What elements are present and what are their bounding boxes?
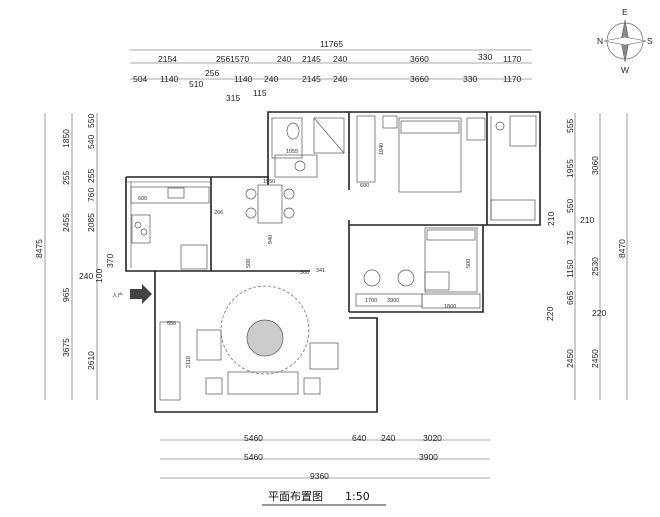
bottom-r1-0: 5460 [244, 433, 263, 443]
right-inner-2: 550 [565, 199, 575, 213]
mb-label-600: 600 [360, 183, 369, 189]
bath-label-0: 1055 [286, 149, 298, 155]
left-outer-4: 965 [61, 288, 71, 302]
compass-n: N [597, 36, 603, 46]
left-inner-5: 370 [105, 254, 115, 268]
left-outer-2: 2455 [61, 213, 71, 232]
sb-label-2: 1800 [444, 304, 456, 310]
left-outer-5: 3675 [61, 338, 71, 357]
left-dimensions: 8475 1850 255 2455 240 965 3675 550 540 … [34, 113, 115, 400]
dining-label-3: 300 [300, 270, 309, 276]
top-r1-1: 2561570 [216, 54, 249, 64]
left-outer-1: 255 [61, 171, 71, 185]
kitchen-label-1: 206 [214, 210, 223, 216]
top-misc-0: 256 [205, 68, 219, 78]
left-inner-3: 760 [86, 188, 96, 202]
study [490, 115, 537, 221]
top-r1-4: 240 [333, 54, 347, 64]
top-r1-7: 1170 [503, 54, 522, 64]
compass-s: S [647, 36, 653, 46]
left-outer-0: 1850 [61, 129, 71, 148]
right-inner-6: 665 [565, 291, 575, 305]
right-total: 8470 [617, 239, 627, 258]
right-inner-7: 2450 [565, 349, 575, 368]
living-room: 550 2110 [159, 285, 339, 401]
living-label-0: 550 [167, 321, 176, 327]
right-outer-1: 2530 [590, 257, 600, 276]
right-outer-4: 220 [592, 308, 606, 318]
right-inner-5: 1150 [565, 259, 575, 278]
entrance-label: 入户 [112, 291, 123, 299]
left-inner-1: 540 [86, 135, 96, 149]
right-dimensions: 555 1955 550 715 210 1150 665 2450 220 3… [545, 113, 628, 400]
dining: 1550 940 500 300 341 [245, 179, 325, 276]
top-r2-5: 2145 [302, 74, 321, 84]
top-total: 11765 [320, 39, 343, 49]
left-inner-2: 255 [86, 169, 96, 183]
top-r1-0: 2154 [158, 54, 177, 64]
top-r1-5: 3660 [410, 54, 429, 64]
top-r1-6: 330 [478, 52, 492, 62]
plan-title: 平面布置图 1:50 [262, 490, 386, 506]
bottom-dimensions: 5460 640 240 3020 5460 3900 9360 [160, 433, 490, 481]
bottom-r2-1: 3900 [419, 452, 438, 462]
bottom-r1-3: 3020 [423, 433, 442, 443]
left-total: 8475 [34, 239, 44, 258]
living-label-1: 2110 [186, 356, 192, 368]
top-r1-3: 2145 [302, 54, 321, 64]
sb-label-1: 3900 [387, 298, 399, 304]
bottom-r1-1: 640 [352, 433, 366, 443]
left-inner-0: 550 [86, 114, 96, 128]
sb-label-0: 1700 [365, 298, 377, 304]
walls [125, 111, 541, 413]
top-r2-0: 504 [133, 74, 147, 84]
top-dimensions: 11765 2154 2561570 240 2145 240 3660 330… [130, 39, 532, 103]
bottom-total: 9360 [310, 471, 329, 481]
left-inner-7: 2610 [86, 351, 96, 370]
right-inner-4: 210 [546, 212, 556, 226]
right-inner-0: 555 [565, 119, 575, 133]
right-inner-3: 715 [565, 231, 575, 245]
top-r2-3: 1140 [234, 74, 253, 84]
top-r2-7: 3660 [410, 74, 429, 84]
right-inner-8: 220 [545, 307, 555, 321]
second-bedroom: 1700 3900 1800 500 [355, 227, 481, 310]
compass-icon: E N S W [597, 7, 653, 75]
compass-w: W [621, 65, 629, 75]
scale-text: 1:50 [345, 490, 370, 503]
bed-label: 1040 [379, 143, 385, 155]
sb-label-3: 500 [466, 259, 472, 268]
top-r2-6: 240 [333, 74, 347, 84]
kitchen: 600 206 [130, 186, 223, 270]
left-inner-6: 100 [94, 269, 104, 283]
bottom-r1-2: 240 [381, 433, 395, 443]
kitchen-label-0: 600 [138, 196, 147, 202]
right-inner-1: 1955 [565, 159, 575, 178]
top-misc-2: 115 [253, 88, 267, 98]
entrance-marker: 入户 [112, 284, 152, 304]
title-text: 平面布置图 [268, 490, 323, 503]
top-r1-2: 240 [277, 54, 291, 64]
right-outer-3: 210 [580, 215, 594, 225]
left-outer-3: 240 [79, 271, 93, 281]
dining-label-2: 500 [246, 259, 252, 268]
top-r2-9: 1170 [503, 74, 522, 84]
dining-label-4: 341 [316, 268, 325, 274]
top-r2-4: 240 [264, 74, 278, 84]
top-r2-2: 510 [189, 79, 203, 89]
master-bedroom: 1040 600 [356, 115, 486, 193]
left-inner-4: 2085 [86, 213, 96, 232]
bottom-r2-0: 5460 [244, 452, 263, 462]
top-r2-8: 330 [463, 74, 477, 84]
compass-e: E [622, 7, 628, 17]
right-outer-0: 3060 [590, 156, 600, 175]
dining-label-1: 940 [268, 235, 274, 244]
dining-label-0: 1550 [263, 179, 275, 185]
right-outer-2: 2450 [590, 349, 600, 368]
top-misc-1: 315 [226, 93, 240, 103]
top-r2-1: 1140 [160, 74, 179, 84]
bathroom: 1055 [271, 117, 345, 178]
